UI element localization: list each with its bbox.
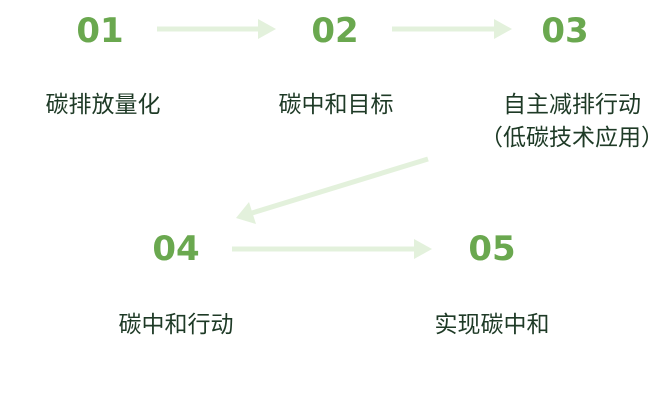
arrow-02-to-03: [392, 19, 512, 39]
step-label: 碳中和行动: [119, 309, 234, 342]
step-label-line: 自主减排行动: [503, 92, 641, 118]
step-label: 碳排放量化: [46, 89, 161, 122]
arrow-04-to-05: [232, 239, 432, 259]
step-label-line: （低碳技术应用）: [480, 125, 664, 152]
step-number: 01: [76, 11, 124, 51]
step-label-line: 碳中和行动: [118, 312, 234, 338]
step-number: 05: [468, 229, 516, 269]
step-label: 实现碳中和: [435, 309, 550, 342]
step-label-line: 实现碳中和: [434, 312, 550, 338]
arrow-01-to-02: [157, 19, 276, 39]
step-label-line: 碳排放量化: [45, 92, 161, 118]
step-number: 02: [311, 11, 359, 51]
arrow-03-to-04: [236, 156, 429, 224]
step-label-line: 碳中和目标: [278, 92, 394, 118]
step-number: 04: [152, 229, 200, 269]
step-label: 碳中和目标: [279, 89, 394, 122]
step-number: 03: [541, 11, 589, 51]
step-label: 自主减排行动 （低碳技术应用）: [480, 89, 664, 156]
